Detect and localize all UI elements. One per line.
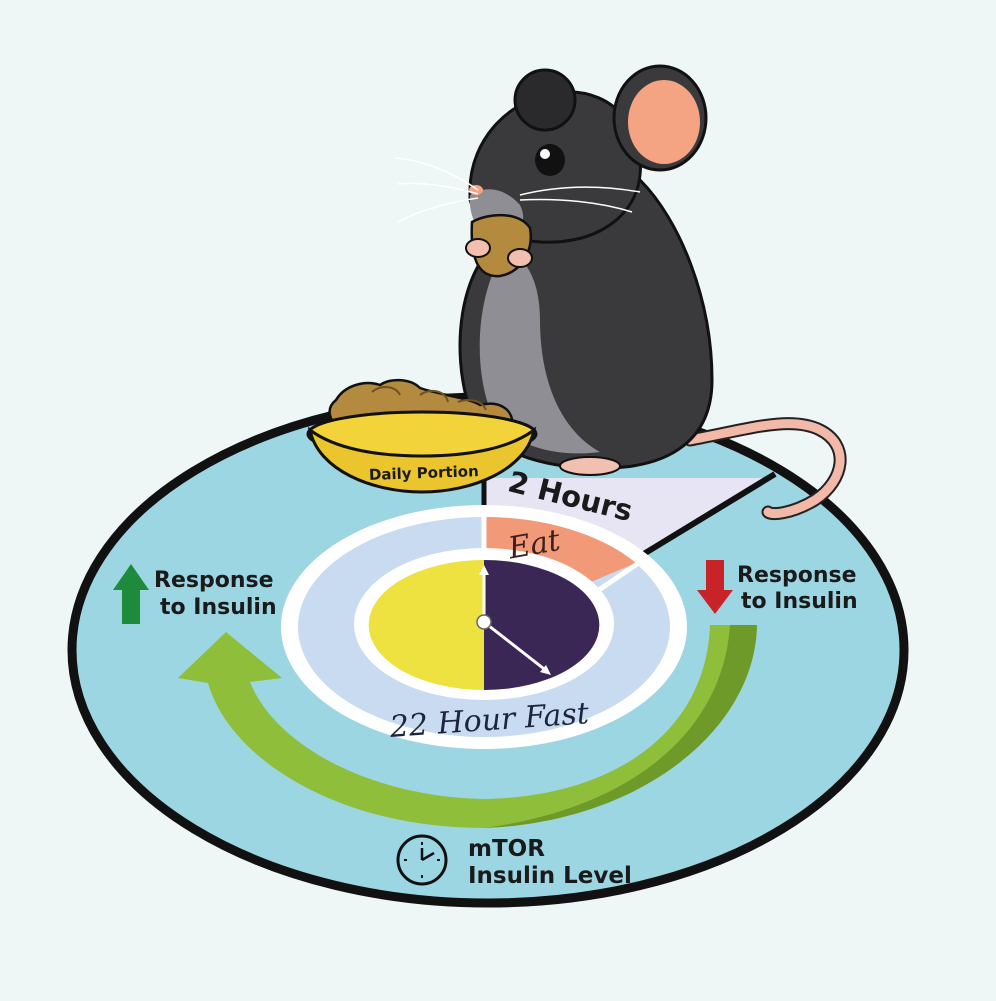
left-effect-line1: Response — [154, 568, 274, 593]
mouse-illustration — [394, 64, 714, 476]
up-arrow-icon — [113, 564, 149, 624]
clock-icon — [396, 834, 448, 886]
right-effect-line1: Response — [737, 563, 857, 588]
day-half — [368, 560, 484, 690]
right-effect-line2: to Insulin — [741, 589, 858, 614]
clock-hand-long — [483, 620, 549, 674]
cycle-arrow-shade — [484, 625, 757, 828]
mouse-ear-left — [513, 68, 577, 132]
mouse-ear-right — [628, 80, 700, 164]
bottom-label-line1: mTOR — [468, 836, 545, 862]
clock-hand-short-tip — [479, 565, 489, 575]
left-effect-line2: to Insulin — [160, 595, 277, 620]
wedge-edge-right — [640, 471, 777, 558]
cycle-arrow — [178, 625, 757, 828]
down-arrow-icon — [697, 560, 733, 614]
mouse-tail — [685, 419, 845, 518]
bowl-label: Daily Portion — [369, 462, 479, 484]
clock-center — [476, 614, 492, 630]
food-bowl: Daily Portion — [306, 378, 538, 494]
night-half — [484, 560, 600, 690]
eat-window-wedge — [484, 478, 770, 555]
clock-hand-long-tip — [540, 665, 551, 675]
bottom-label-line2: Insulin Level — [468, 863, 632, 889]
